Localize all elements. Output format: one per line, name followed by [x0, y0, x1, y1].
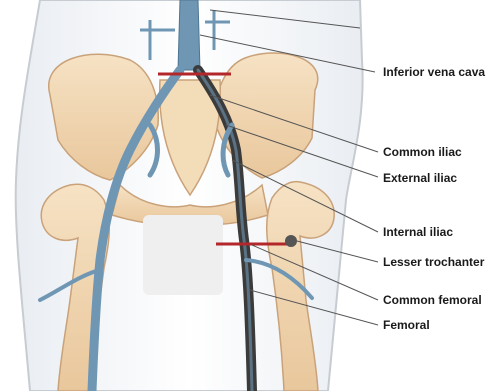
label-lesser-trochanter: Lesser trochanter: [383, 255, 485, 269]
label-internal-iliac: Internal iliac: [383, 225, 453, 239]
central-region: [143, 215, 223, 295]
inferior-vena-cava: [178, 0, 200, 70]
label-inferior-vena-cava: Inferior vena cava: [383, 65, 485, 79]
label-external-iliac: External iliac: [383, 171, 457, 185]
label-common-femoral: Common femoral: [383, 293, 482, 307]
label-common-iliac: Common iliac: [383, 145, 462, 159]
lesser-trochanter-dot: [285, 235, 297, 247]
label-femoral: Femoral: [383, 318, 430, 332]
